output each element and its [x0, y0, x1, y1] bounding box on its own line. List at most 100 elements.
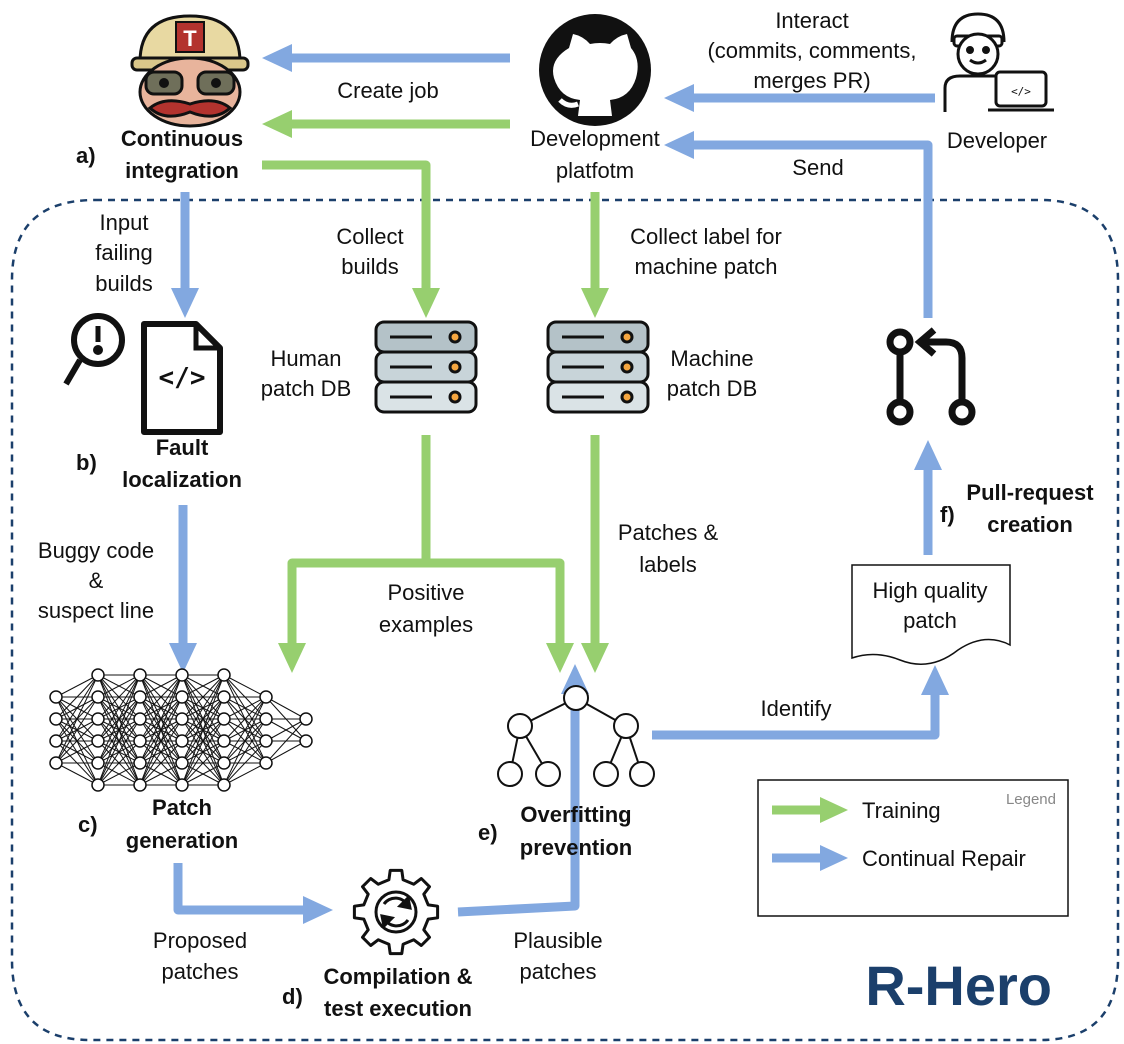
nn-node: [175, 756, 189, 770]
nn-node: [217, 668, 231, 682]
nn-node: [217, 778, 231, 792]
nn-edge: [181, 762, 225, 786]
nn-edge: [139, 674, 183, 742]
arrow-plausible-patches: [457, 692, 580, 917]
nn-node: [217, 734, 231, 748]
github-logo-icon: [539, 14, 651, 126]
interact-label-line1: Interact: [775, 8, 848, 33]
positive-line2: examples: [379, 612, 473, 637]
nn-node: [259, 712, 273, 726]
arrow-positive-to-overfit: [426, 558, 565, 645]
svg-text:</>: </>: [1011, 85, 1031, 98]
collect-label-line1: Collect label for: [630, 224, 782, 249]
developer-label: Developer: [947, 128, 1047, 153]
nn-edge: [97, 674, 141, 720]
rhero-title: R-Hero: [865, 954, 1052, 1017]
hq-patch-document: [851, 564, 1011, 665]
nn-node: [217, 756, 231, 770]
nn-node: [49, 756, 63, 770]
ci-label-line1: Continuous: [121, 126, 243, 151]
arrow-collect-builds: [262, 160, 431, 290]
nn-edge: [97, 674, 141, 698]
nn-node: [91, 756, 105, 770]
svg-text:T: T: [183, 26, 197, 51]
platform-label-line2: platfotm: [556, 158, 634, 183]
nn-node: [49, 712, 63, 726]
interact-label-line3: merges PR): [753, 68, 870, 93]
nn-edge: [265, 740, 307, 764]
arrowhead: [169, 643, 197, 673]
nn-edge: [265, 718, 307, 764]
arrowhead: [820, 845, 848, 871]
nn-node: [259, 756, 273, 770]
gear-icon: [352, 868, 440, 956]
arrowhead: [262, 110, 292, 138]
nn-edge: [139, 674, 183, 764]
create-job-label: Create job: [337, 78, 439, 103]
machine-db-line1: Machine: [670, 346, 753, 371]
arrow-identify: [652, 693, 940, 740]
platform-label-line1: Development: [530, 126, 660, 151]
buggy-code-line2: &: [89, 568, 104, 593]
arrowhead: [546, 643, 574, 673]
patchgen-label-line2: generation: [126, 828, 238, 853]
legend-training-label: Training: [862, 798, 941, 823]
nn-edge: [139, 740, 183, 786]
input-failing-line3: builds: [95, 271, 152, 296]
nn-edge: [97, 718, 141, 786]
arrowhead: [581, 643, 609, 673]
nn-edge: [181, 674, 225, 698]
nn-edge: [139, 674, 183, 786]
neural-network-icon: [49, 668, 313, 792]
arrowhead: [820, 797, 848, 823]
buggy-code-line1: Buggy code: [38, 538, 154, 563]
nn-edge: [181, 718, 225, 786]
nn-edge: [181, 674, 225, 764]
nn-edge: [223, 762, 267, 786]
identify-label: Identify: [761, 696, 832, 721]
nn-edge: [139, 674, 183, 698]
input-failing-line1: Input: [100, 210, 149, 235]
nn-edge: [223, 696, 267, 786]
rhero-boundary: [10, 198, 1120, 1042]
proposed-line2: patches: [161, 959, 238, 984]
nn-node: [175, 778, 189, 792]
nn-edge: [223, 674, 267, 698]
plausible-line2: patches: [519, 959, 596, 984]
magnifier-icon: [63, 313, 125, 386]
nn-node: [133, 712, 147, 726]
machine-db-icon: [546, 320, 650, 414]
nn-node: [175, 712, 189, 726]
compile-label-line2: test execution: [324, 996, 472, 1021]
hq-patch-line1: High quality: [873, 578, 988, 603]
nn-edge: [55, 674, 99, 742]
nn-node: [91, 778, 105, 792]
positive-line1: Positive: [387, 580, 464, 605]
nn-edge: [55, 696, 99, 764]
nn-edge: [55, 674, 99, 764]
buggy-code-line3: suspect line: [38, 598, 154, 623]
arrowhead: [664, 84, 694, 112]
human-db-icon: [374, 320, 478, 414]
pull-request-icon: [886, 327, 976, 426]
nn-edge: [97, 674, 141, 742]
nn-edge: [55, 718, 99, 764]
human-db-line2: patch DB: [261, 376, 352, 401]
nn-edge: [223, 718, 267, 786]
nn-node: [299, 712, 313, 726]
nn-edge: [223, 696, 267, 742]
legend-title: Legend: [1006, 791, 1056, 808]
arrowhead: [581, 288, 609, 318]
collect-builds-line1: Collect: [336, 224, 403, 249]
nn-edge: [97, 740, 141, 786]
hq-patch-line2: patch: [903, 608, 957, 633]
arrowhead: [303, 896, 333, 924]
patchgen-letter: c): [78, 812, 98, 837]
nn-edge: [139, 674, 183, 720]
nn-node: [49, 734, 63, 748]
nn-node: [133, 734, 147, 748]
nn-node: [133, 778, 147, 792]
nn-edge: [139, 718, 183, 786]
compile-label-line1: Compilation &: [323, 964, 472, 989]
